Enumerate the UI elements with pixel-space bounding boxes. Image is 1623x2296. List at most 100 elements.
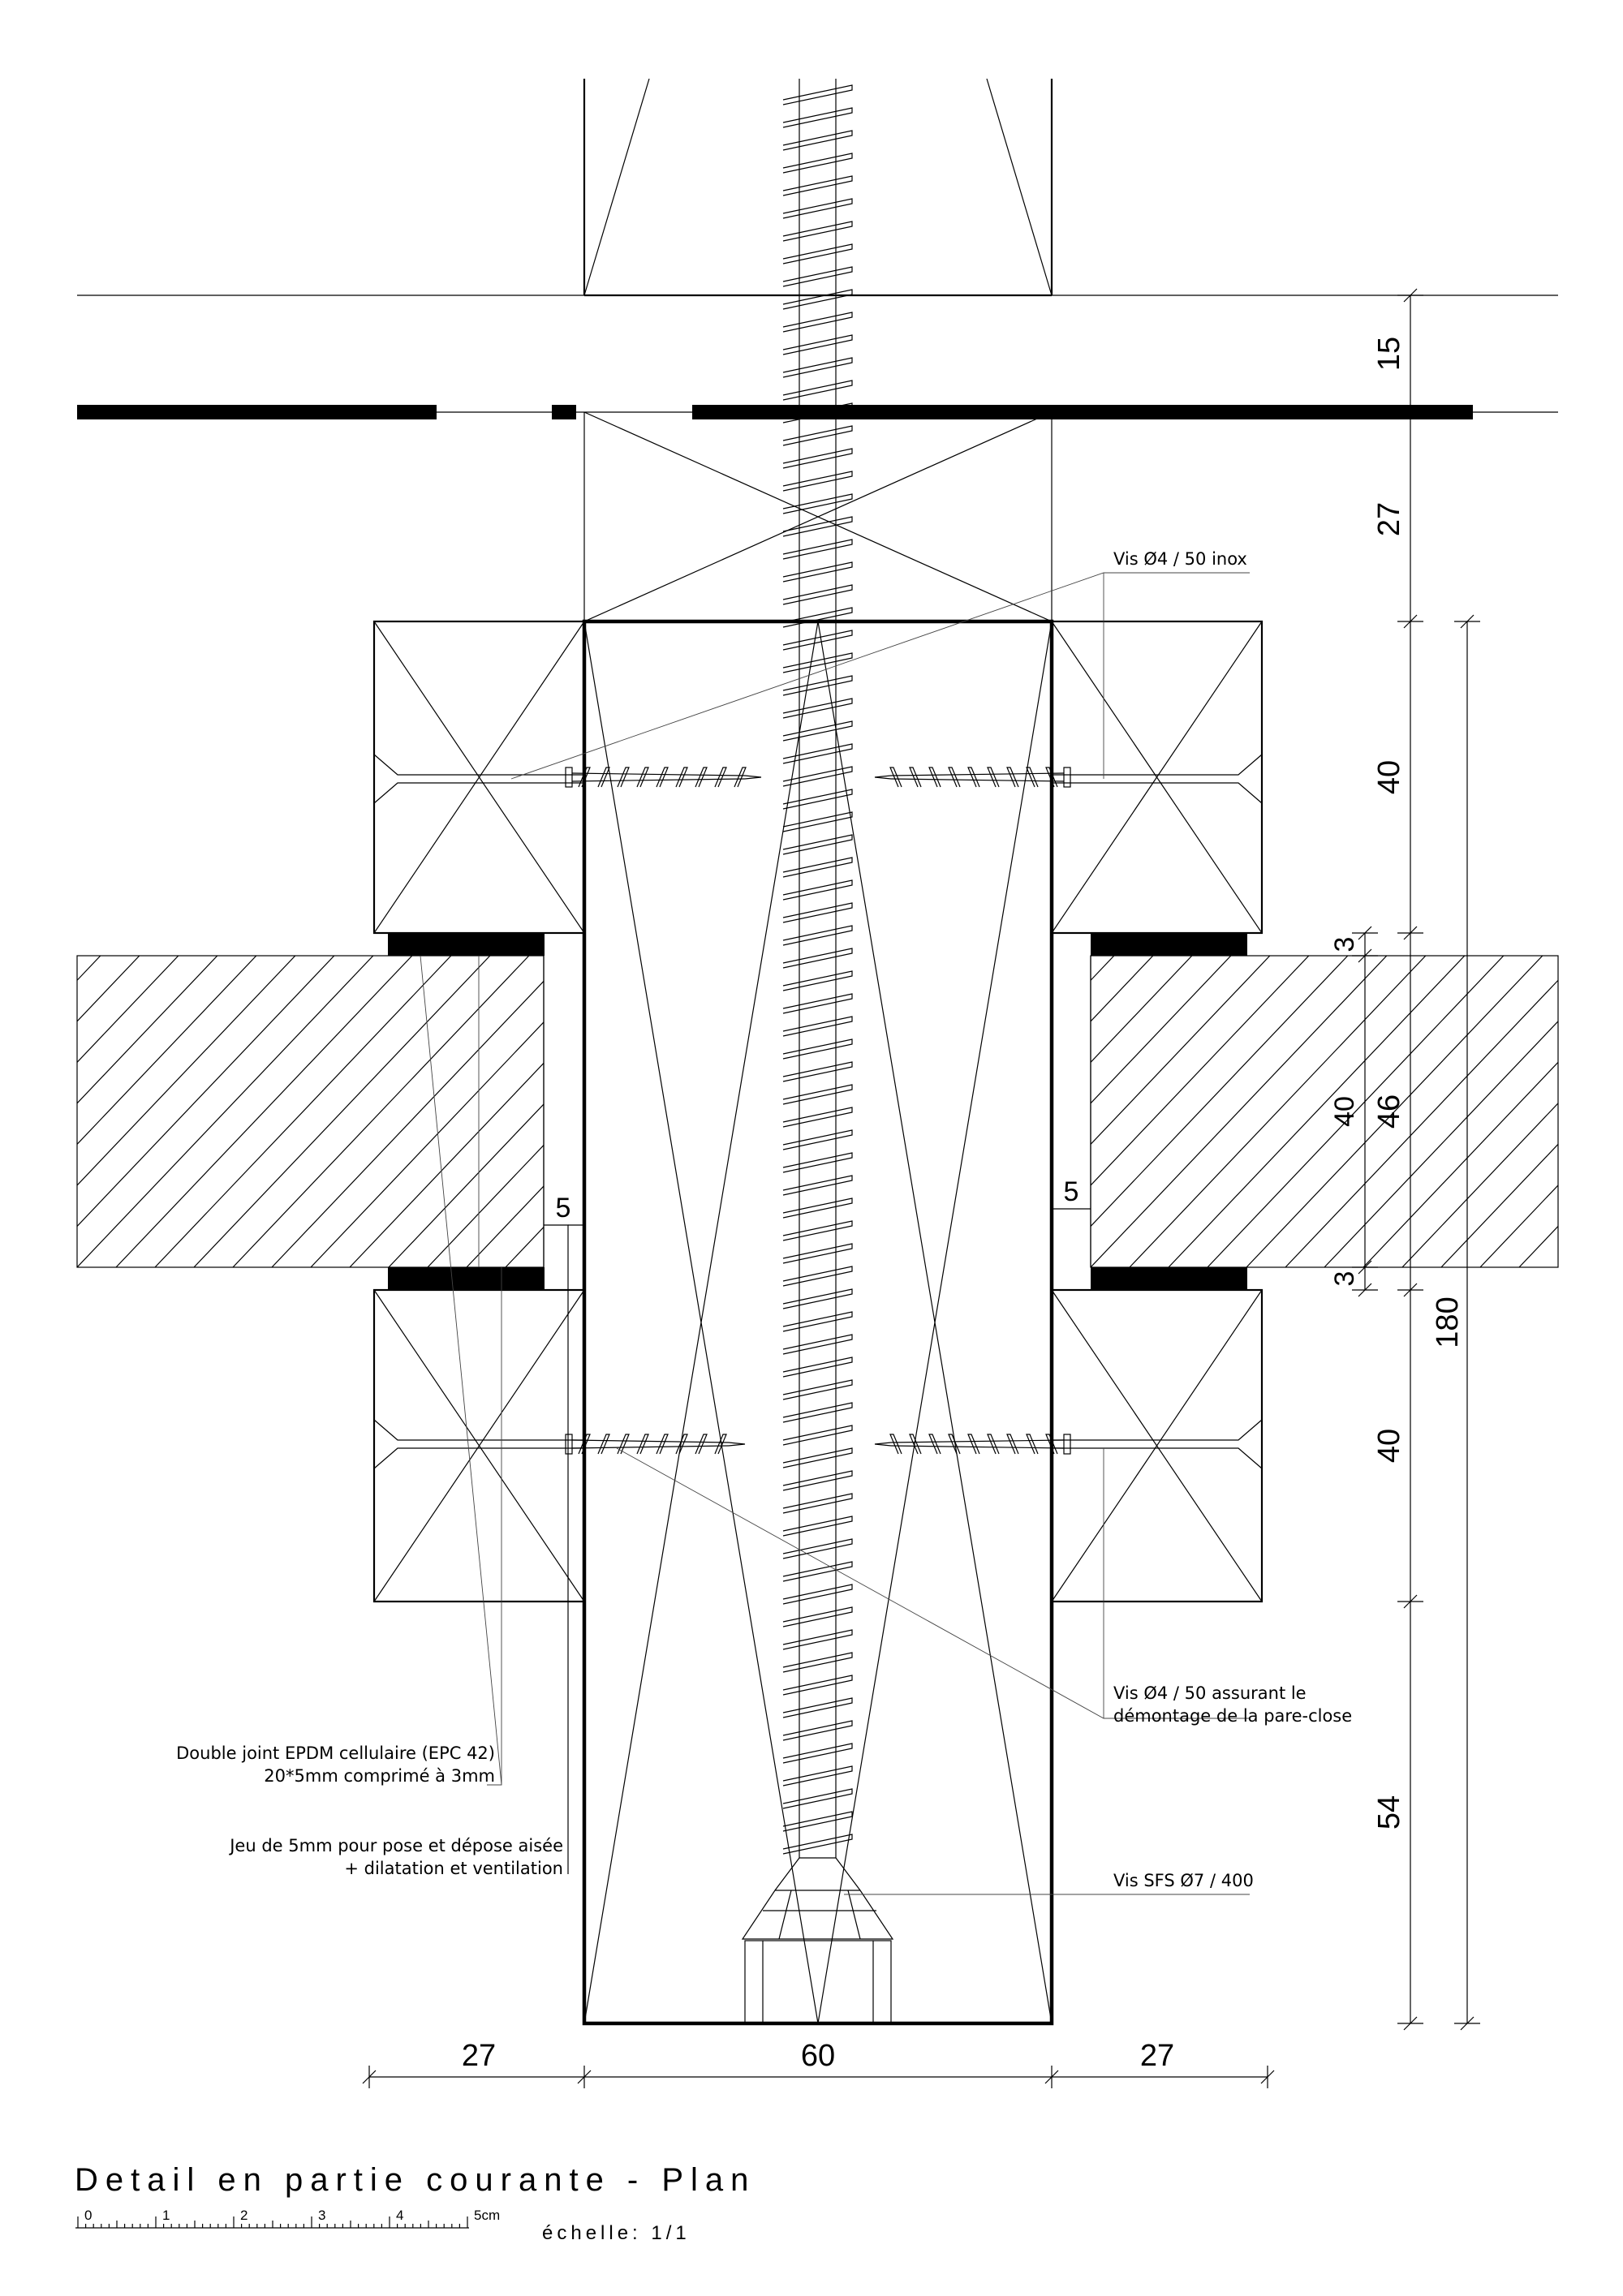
thread-turn xyxy=(782,1447,853,1468)
thread-turn xyxy=(782,402,853,424)
pare-close-bottom-right xyxy=(1050,1288,1264,1603)
thread-turn xyxy=(782,1379,853,1400)
thread-turn xyxy=(782,493,853,514)
hatch-line xyxy=(1091,956,1115,982)
thread-turn xyxy=(782,1311,853,1332)
thread-turn xyxy=(782,221,853,242)
thread-turn xyxy=(782,1220,853,1241)
dim-180: 180 xyxy=(1431,1296,1465,1348)
thread-turn xyxy=(782,380,853,401)
thread-turn xyxy=(782,902,853,923)
thread-turn xyxy=(782,425,853,446)
upper-post xyxy=(583,78,1053,297)
small-screw-icon xyxy=(874,767,1071,788)
thread-turn xyxy=(782,1788,853,1809)
thread-turn xyxy=(782,652,853,673)
thread-turn xyxy=(782,834,853,855)
thread-turn xyxy=(782,153,853,174)
thread-turn xyxy=(782,811,853,832)
leader-lines xyxy=(420,572,1250,1895)
hatch-line xyxy=(349,1062,544,1267)
hatch-line xyxy=(1168,956,1466,1267)
dim-27-vertical: 27 xyxy=(1372,502,1406,536)
scale-tick-1: 1 xyxy=(162,2208,170,2223)
epdm-joints xyxy=(388,933,1247,1290)
scale-bar: 0 1 2 3 4 5cm xyxy=(75,2208,500,2229)
scale-tick-4: 4 xyxy=(396,2208,403,2223)
hatch-line xyxy=(817,956,1113,1267)
scale-tick-2: 2 xyxy=(240,2208,248,2223)
hatch-line xyxy=(77,956,179,1064)
thread-turn xyxy=(782,1152,853,1173)
dim-40-top: 40 xyxy=(1372,760,1406,794)
thread-turn xyxy=(782,1561,853,1582)
thread-turn xyxy=(782,198,853,219)
dim-gap-right: 5 xyxy=(1064,1176,1079,1207)
sfs-screw xyxy=(741,79,894,2024)
hatch-line xyxy=(622,956,919,1267)
thread-turn xyxy=(782,1175,853,1196)
thread-turn xyxy=(782,1402,853,1423)
thread-turn xyxy=(782,1266,853,1287)
thread-turn xyxy=(782,743,853,764)
hatch-line xyxy=(1091,956,1193,1064)
thread-turn xyxy=(782,130,853,151)
thread-turn xyxy=(782,1107,853,1128)
thread-turn xyxy=(782,1288,853,1309)
thread-turn xyxy=(782,334,853,355)
thread-turn xyxy=(782,1470,853,1491)
glazing-right xyxy=(1090,955,1623,1268)
dim-15: 15 xyxy=(1372,337,1406,371)
thread-turn xyxy=(782,516,853,537)
membrane-strip xyxy=(77,405,1473,419)
label-gap-2: + dilatation et ventilation xyxy=(344,1859,563,1878)
small-screws xyxy=(565,767,1071,1455)
thread-turn xyxy=(782,925,853,946)
thread-turn xyxy=(782,1016,853,1037)
thread-turn xyxy=(782,1493,853,1514)
hatch-line xyxy=(388,1103,544,1267)
hatch-line xyxy=(154,956,452,1267)
small-screw-icon xyxy=(874,1434,1071,1455)
thread-turn xyxy=(782,1243,853,1264)
hatch-line xyxy=(1597,956,1623,1267)
thread-turn xyxy=(782,1357,853,1378)
dim-3-bottom: 3 xyxy=(1329,1271,1360,1287)
thread-turn xyxy=(782,1197,853,1219)
hatch-line xyxy=(1518,1225,1558,1267)
thread-turn xyxy=(782,561,853,583)
hatch-line xyxy=(427,1144,544,1267)
dim-27-left: 27 xyxy=(462,2039,496,2073)
thread-turn xyxy=(782,993,853,1014)
hatch-line xyxy=(1091,956,1349,1228)
thread-turn xyxy=(782,1606,853,1627)
spacer-block xyxy=(583,411,1053,622)
thread-turn xyxy=(782,471,853,492)
dim-3-top: 3 xyxy=(1329,937,1360,952)
hatch-line xyxy=(1557,1266,1558,1267)
dim-40-glass: 40 xyxy=(1329,1096,1360,1127)
hatch-line xyxy=(115,956,413,1267)
thread-turn xyxy=(782,312,853,333)
hatch-line xyxy=(193,956,491,1267)
hatch-line xyxy=(1246,956,1543,1267)
hatch-line xyxy=(1091,956,1154,1022)
dim-27-right: 27 xyxy=(1140,2039,1174,2073)
thread-turn xyxy=(782,266,853,287)
scale-tick-3: 3 xyxy=(318,2208,325,2223)
hatch-line xyxy=(310,1021,544,1267)
thread-turn xyxy=(782,1516,853,1537)
thread-turn xyxy=(782,539,853,560)
dim-46: 46 xyxy=(1372,1094,1406,1129)
thread-turn xyxy=(782,584,853,605)
thread-turn xyxy=(782,857,853,878)
pare-close-bottom-left xyxy=(372,1288,586,1603)
thread-turn xyxy=(782,948,853,969)
thread-turn xyxy=(782,1652,853,1673)
thread-turn xyxy=(782,1743,853,1764)
thread-turn xyxy=(782,357,853,378)
label-screw-top: Vis Ø4 / 50 inox xyxy=(1113,549,1247,569)
thread-turn xyxy=(782,243,853,264)
hatch-line xyxy=(1479,1185,1558,1267)
